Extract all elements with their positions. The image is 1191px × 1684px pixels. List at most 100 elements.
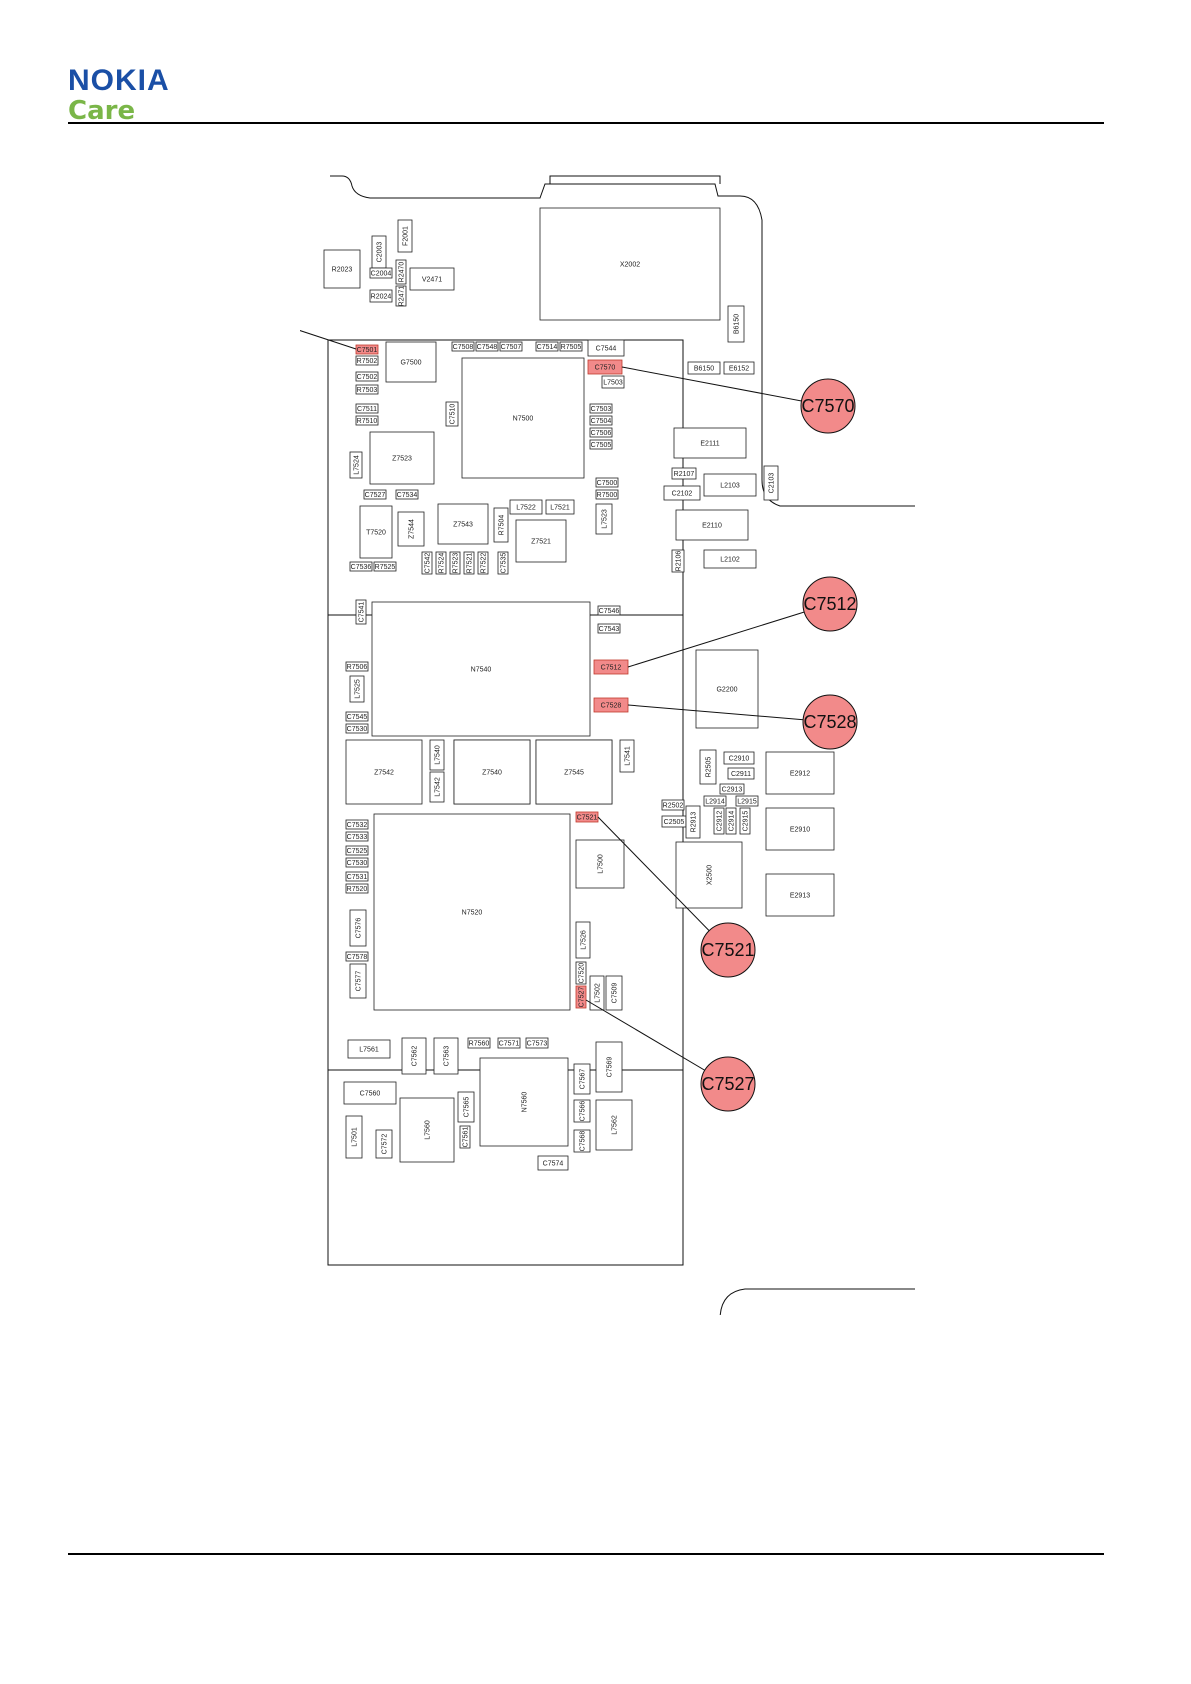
component-label: C2004 — [371, 271, 392, 278]
component-c7527: C7527 — [363, 489, 387, 500]
component-c7534: C7534 — [395, 489, 419, 500]
component-g2200: G2200 — [695, 649, 759, 729]
component-b6150h: B6150 — [687, 361, 721, 375]
component-label: T7520 — [366, 530, 386, 537]
component-r2106: R2106 — [671, 549, 685, 573]
component-label: R2471 — [399, 286, 406, 307]
component-c7573: C7573 — [525, 1037, 549, 1049]
component-l2914: L2914 — [703, 795, 727, 807]
component-body — [703, 473, 757, 497]
component-c2911: C2911 — [727, 767, 755, 780]
component-body — [595, 503, 613, 535]
component-label: L7526 — [581, 930, 588, 950]
component-c7545: C7545 — [345, 711, 369, 722]
logo-sub: Care — [68, 96, 136, 126]
component-c7506: C7506 — [589, 427, 613, 438]
component-body — [725, 807, 737, 835]
component-c7530: C7530 — [345, 723, 369, 734]
component-body — [587, 339, 625, 357]
component-label: C7511 — [357, 406, 377, 413]
component-r2505: R2505 — [699, 749, 717, 785]
component-z7545: Z7545 — [535, 739, 613, 805]
component-body — [687, 361, 721, 375]
component-label: R7521 — [467, 553, 474, 574]
component-c7505: C7505 — [589, 439, 613, 450]
component-body — [345, 831, 369, 842]
component-body — [369, 289, 393, 303]
component-l7525: L7525 — [349, 675, 365, 703]
component-r7506: R7506 — [345, 661, 369, 672]
component-label: C2912 — [717, 811, 724, 832]
component-c7525: C7525 — [345, 845, 369, 856]
component-r7510: R7510 — [355, 415, 379, 426]
component-c7562: C7562 — [401, 1037, 427, 1075]
component-c7548: C7548 — [475, 341, 499, 352]
component-body — [347, 1039, 391, 1059]
callout-cl-c7528: C7528 — [802, 694, 858, 750]
component-body — [719, 783, 745, 795]
component-body — [435, 551, 447, 575]
component-body — [349, 909, 367, 947]
component-label: C7576 — [356, 918, 363, 939]
component-l2103: L2103 — [703, 473, 757, 497]
component-body — [575, 961, 587, 985]
component-c7514: C7514 — [535, 341, 559, 352]
component-c7542: C7542 — [421, 551, 433, 575]
callout-label: C7521 — [701, 940, 754, 960]
component-body — [397, 511, 425, 547]
component-label: X2500 — [707, 865, 714, 885]
component-label: L7541 — [625, 746, 632, 766]
component-body — [597, 623, 621, 634]
component-label: C2505 — [664, 819, 685, 826]
callout-cl-c7570: C7570 — [800, 378, 856, 434]
component-c7533: C7533 — [345, 831, 369, 842]
component-label: C7573 — [527, 1041, 548, 1048]
component-label: C7532 — [347, 822, 368, 829]
component-label: L7500 — [598, 854, 605, 874]
component-c7543: C7543 — [597, 623, 621, 634]
component-label: L7503 — [603, 380, 623, 387]
component-label: C7536 — [351, 564, 372, 571]
component-body — [421, 551, 433, 575]
component-body — [401, 1037, 427, 1075]
component-body — [375, 1129, 393, 1159]
component-g7500: G7500 — [385, 341, 437, 383]
component-label: E2912 — [790, 771, 810, 778]
component-c7521: C7521 — [575, 811, 599, 823]
component-label: C2003 — [377, 242, 384, 263]
component-body — [345, 819, 369, 830]
component-body — [619, 739, 635, 773]
component-n7520: N7520 — [373, 813, 571, 1011]
callout-label: C7570 — [801, 396, 854, 416]
component-c7569: C7569 — [595, 1041, 623, 1093]
component-body — [467, 1037, 491, 1049]
component-body — [355, 344, 379, 355]
component-body — [589, 415, 613, 426]
component-label: Z7543 — [453, 522, 473, 529]
component-body — [663, 485, 701, 501]
component-c7501: C7501 — [355, 344, 379, 355]
component-label: C7571 — [499, 1041, 520, 1048]
component-r7521: R7521 — [463, 551, 475, 575]
component-label: C7565 — [464, 1097, 471, 1118]
component-body — [589, 403, 613, 414]
component-body — [713, 807, 725, 835]
board-inner-top — [549, 175, 721, 184]
component-l7500: L7500 — [575, 839, 625, 889]
component-c2102: C2102 — [663, 485, 701, 501]
component-label: B6150 — [734, 314, 741, 334]
component-r2023: R2023 — [323, 249, 361, 289]
component-label: L7560 — [425, 1120, 432, 1140]
board-outline-top — [330, 175, 915, 507]
component-body — [499, 341, 523, 352]
component-body — [385, 341, 437, 383]
component-e2912: E2912 — [765, 751, 835, 795]
component-label: C7528 — [601, 703, 622, 710]
component-label: C7577 — [356, 971, 363, 992]
component-label: R7522 — [481, 553, 488, 574]
component-label: Z7542 — [374, 770, 394, 777]
component-label: C7500 — [597, 480, 618, 487]
component-label: C7562 — [412, 1046, 419, 1067]
component-body — [589, 439, 613, 450]
